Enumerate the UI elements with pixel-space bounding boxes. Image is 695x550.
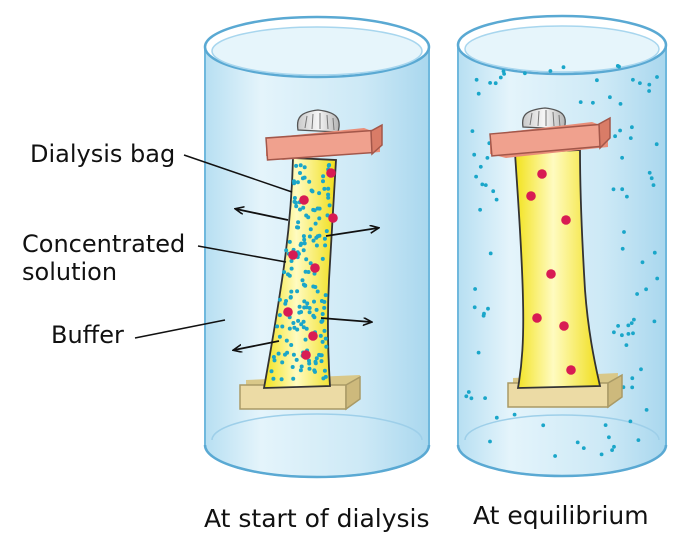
label-dialysis-bag: Dialysis bag (30, 140, 175, 168)
arrow-icon (234, 340, 280, 350)
dialysis-bag-icon (514, 149, 602, 389)
arrow-icon (325, 228, 378, 237)
caption-equilibrium: At equilibrium (473, 501, 649, 530)
macromolecules-right (526, 169, 576, 375)
top-clamp (265, 109, 383, 161)
small-molecules-outside (464, 64, 660, 458)
leader-line (197, 245, 287, 263)
bag-knot (521, 107, 566, 130)
arrow-icon (236, 209, 289, 221)
label-solution: solution (22, 258, 117, 286)
label-concentrated: Concentrated (22, 230, 185, 258)
leader-line (183, 154, 293, 193)
arrow-icon (320, 317, 371, 322)
top-clamp (489, 107, 611, 158)
label-buffer: Buffer (51, 321, 124, 349)
caption-start: At start of dialysis (204, 504, 430, 533)
small-molecules-inside (269, 163, 332, 382)
cylinder-start (203, 15, 431, 479)
dialysis-bag-icon (262, 157, 337, 389)
macromolecules-left (283, 168, 338, 360)
leader-line (134, 319, 226, 339)
bag-knot (296, 109, 340, 133)
cylinder-equilibrium (456, 14, 668, 478)
